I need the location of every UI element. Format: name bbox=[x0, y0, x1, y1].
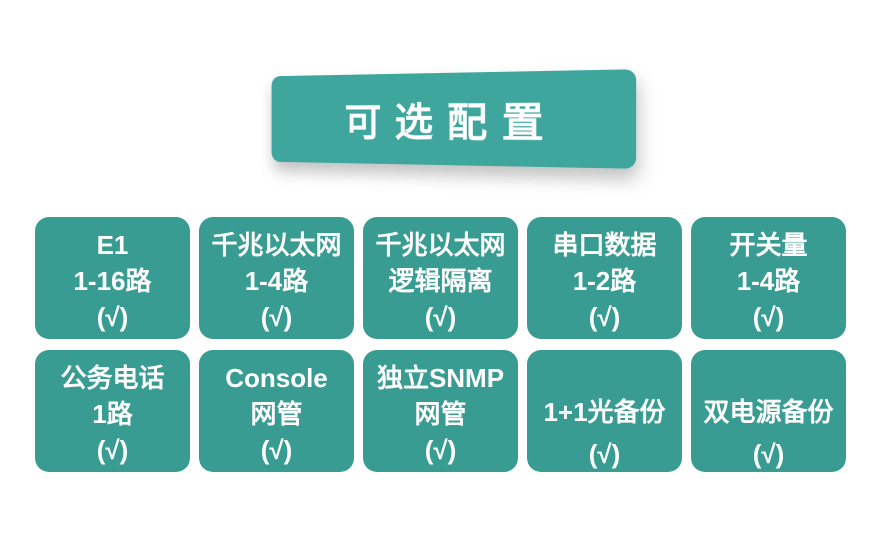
option-card-lines: 1+1光备份 (√) bbox=[543, 391, 665, 472]
option-card: 千兆以太网 1-4路 (√) bbox=[199, 217, 354, 339]
banner: 可选配置 bbox=[271, 69, 637, 169]
option-card-label: 网管 bbox=[250, 399, 303, 429]
option-card: 1+1光备份 (√) bbox=[527, 350, 682, 472]
option-card: 串口数据 1-2路 (√) bbox=[527, 217, 682, 339]
option-card-check: (√) bbox=[588, 439, 621, 469]
options-row-1: E1 1-16路 (√) 千兆以太网 1-4路 (√) 千兆以太网逻辑隔离 (√) 串口数据 1-… bbox=[35, 217, 848, 339]
option-card-check: (√) bbox=[260, 435, 293, 465]
banner-title: 可选配置 bbox=[344, 100, 559, 147]
options-row-2: 公务电话 1路 (√) Console 网管 (√) 独立SNMP 网管 (√) 1+1光备份 (√… bbox=[35, 350, 848, 472]
option-card-lines: 串口数据 1-2路 (√) bbox=[552, 227, 656, 335]
option-card-label: 开关量 bbox=[729, 230, 808, 260]
option-card-lines: 公务电话 1路 (√) bbox=[60, 360, 164, 468]
option-card-lines: E1 1-16路 (√) bbox=[73, 227, 151, 335]
option-card-label: 网管 bbox=[414, 399, 467, 429]
option-card-check: (√) bbox=[96, 302, 129, 332]
option-card-check: (√) bbox=[424, 435, 457, 465]
option-card-label: 千兆以太网 bbox=[211, 230, 342, 260]
option-card-lines: 独立SNMP 网管 (√) bbox=[377, 360, 504, 468]
option-card-label: 逻辑隔离 bbox=[388, 266, 493, 296]
option-card: 独立SNMP 网管 (√) bbox=[363, 350, 518, 472]
option-card-label: E1 bbox=[96, 230, 129, 260]
option-card: 开关量 1-4路 (√) bbox=[691, 217, 846, 339]
option-card-lines: 千兆以太网 1-4路 (√) bbox=[211, 227, 341, 335]
option-card-label: 1-16路 bbox=[73, 266, 152, 296]
option-card: E1 1-16路 (√) bbox=[35, 217, 190, 339]
option-card-check: (√) bbox=[260, 302, 293, 332]
option-card: Console 网管 (√) bbox=[199, 350, 354, 472]
option-card-check: (√) bbox=[424, 302, 457, 332]
option-card-label: 串口数据 bbox=[552, 230, 657, 260]
option-card-check: (√) bbox=[752, 439, 785, 469]
option-card-label: 独立SNMP bbox=[376, 363, 505, 393]
option-card: 双电源备份 (√) bbox=[691, 350, 846, 472]
option-card-check: (√) bbox=[96, 435, 129, 465]
option-card-label: 1-2路 bbox=[572, 266, 637, 296]
option-card-label: Console bbox=[225, 363, 328, 393]
option-card-label: 双电源备份 bbox=[703, 397, 834, 427]
options-grid: E1 1-16路 (√) 千兆以太网 1-4路 (√) 千兆以太网逻辑隔离 (√) 串口数据 1-… bbox=[35, 217, 848, 483]
option-card: 公务电话 1路 (√) bbox=[35, 350, 190, 472]
option-card-label: 公务电话 bbox=[60, 363, 165, 393]
option-card-check: (√) bbox=[588, 302, 621, 332]
option-card-label: 1-4路 bbox=[244, 266, 309, 296]
option-card-label: 千兆以太网 bbox=[375, 230, 506, 260]
option-card-label: 1+1光备份 bbox=[543, 397, 666, 427]
option-card-lines: 千兆以太网逻辑隔离 (√) bbox=[375, 227, 505, 335]
option-card-label: 1-4路 bbox=[736, 266, 801, 296]
option-card-lines: Console 网管 (√) bbox=[225, 360, 328, 468]
option-card-label: 1路 bbox=[92, 399, 133, 429]
option-card-check: (√) bbox=[752, 302, 785, 332]
option-card: 千兆以太网逻辑隔离 (√) bbox=[363, 217, 518, 339]
option-card-lines: 双电源备份 (√) bbox=[703, 391, 833, 472]
option-card-lines: 开关量 1-4路 (√) bbox=[729, 227, 807, 335]
